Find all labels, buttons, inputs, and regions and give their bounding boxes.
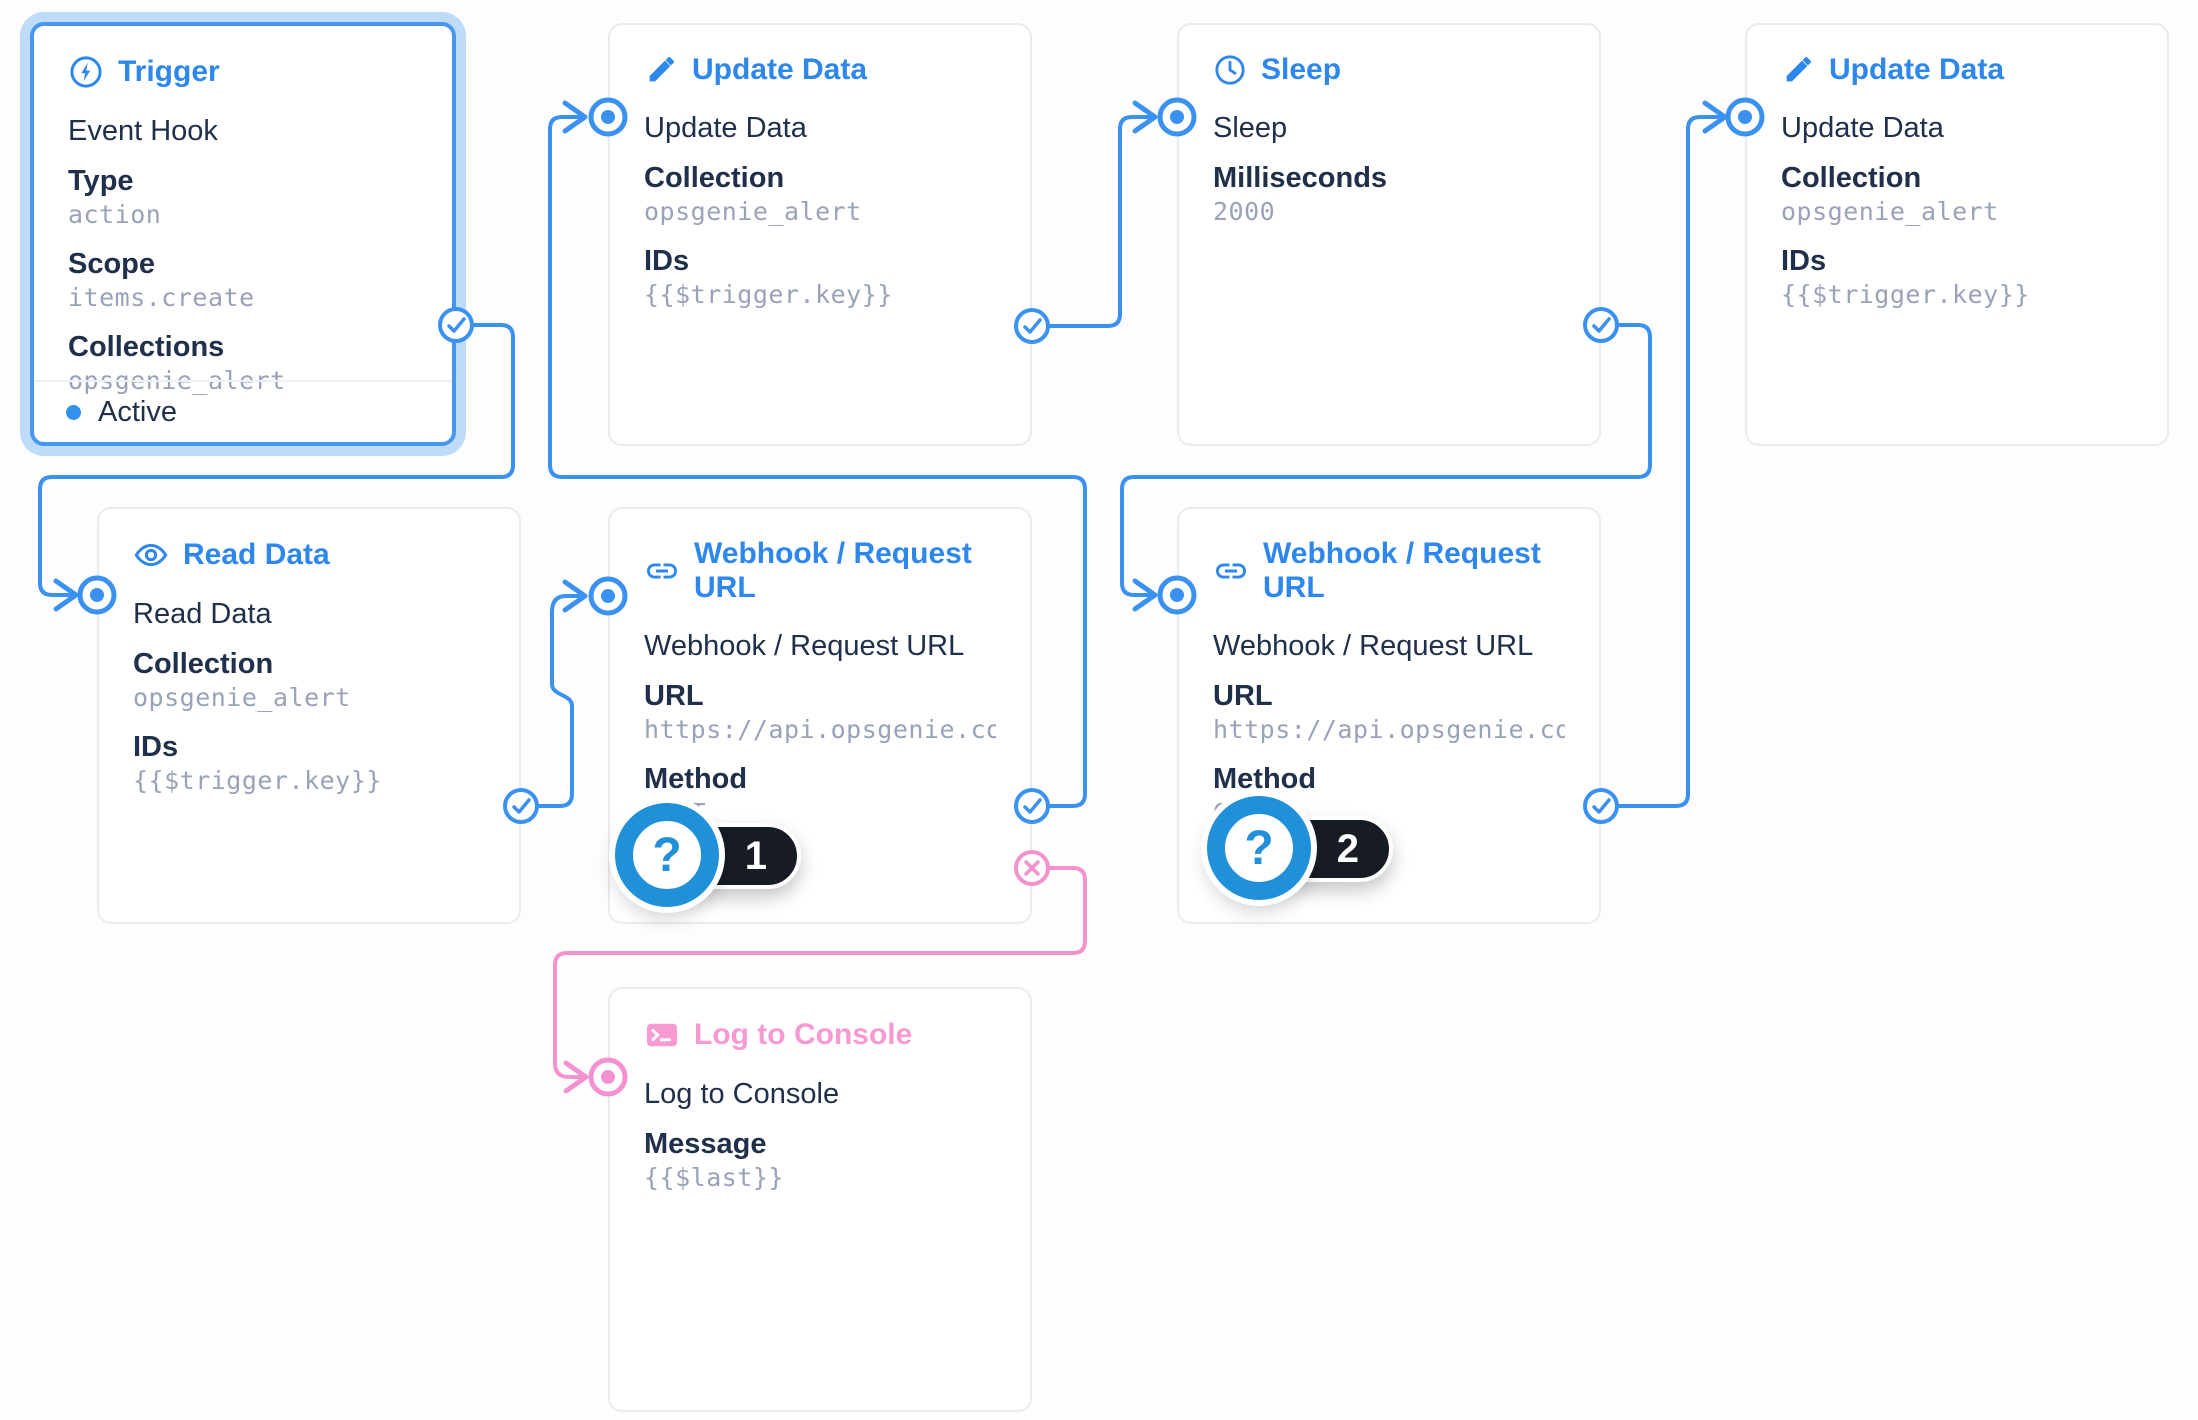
node-title: Read Data	[133, 537, 485, 573]
field-value: opsgenie_alert	[1781, 197, 1999, 226]
trigger-status: Active	[34, 380, 452, 442]
field-value: {{$trigger.key}}	[644, 280, 893, 309]
field-label: IDs	[133, 731, 179, 763]
arrowhead-icon	[563, 1060, 589, 1094]
eye-icon	[134, 543, 168, 567]
field-label: Collection	[644, 162, 785, 194]
operation-name: Update Data	[644, 112, 807, 144]
arrowhead-icon	[53, 578, 79, 612]
node-log-to-console[interactable]: Log to Console Log to Console Message {{…	[608, 987, 1032, 1412]
operation-name: Webhook / Request URL	[644, 630, 965, 662]
operation-name: Read Data	[133, 598, 272, 630]
field-label: URL	[644, 680, 704, 712]
bolt-circle-icon	[70, 56, 102, 88]
field-value: opsgenie_alert	[644, 197, 862, 226]
field-label: Scope	[68, 248, 156, 280]
field-value: opsgenie_alert	[133, 683, 351, 712]
field-label: URL	[1213, 680, 1273, 712]
field-label: Message	[644, 1128, 767, 1160]
node-sleep[interactable]: Sleep Sleep Milliseconds 2000	[1177, 23, 1601, 446]
question-icon: ?	[615, 803, 719, 907]
clock-icon	[1215, 55, 1245, 85]
field-value: {{$trigger.key}}	[1781, 280, 2030, 309]
arrowhead-icon	[562, 579, 588, 613]
trigger-type-name: Event Hook	[68, 115, 218, 147]
arrowhead-icon	[1132, 100, 1158, 134]
operation-name: Sleep	[1213, 112, 1288, 144]
field-label: IDs	[644, 245, 690, 277]
active-status-dot	[66, 404, 81, 420]
node-title: Log to Console	[644, 1017, 996, 1053]
question-icon: ?	[1207, 796, 1311, 900]
field-value: items.create	[68, 283, 255, 312]
field-label: IDs	[1781, 245, 1827, 277]
link-icon	[647, 563, 677, 579]
operation-marker-2[interactable]: 2 ?	[1207, 796, 1467, 908]
field-value: {{$last}}	[644, 1163, 784, 1192]
arrowhead-icon	[562, 100, 588, 134]
marker-count: 2	[1336, 826, 1359, 871]
status-label: Active	[98, 395, 177, 428]
arrowhead-icon	[1132, 578, 1158, 612]
field-label: Milliseconds	[1213, 162, 1388, 194]
node-update-data-1[interactable]: Update Data Update Data Collection opsge…	[608, 23, 1032, 446]
link-icon	[1216, 563, 1246, 579]
pencil-icon	[649, 56, 675, 82]
field-value: action	[68, 200, 162, 229]
node-title: Update Data	[1781, 53, 2133, 87]
field-label: Collection	[1781, 162, 1922, 194]
operation-marker-1[interactable]: 1 ?	[615, 803, 875, 915]
connection-read-data-to-webhook-post	[535, 594, 581, 808]
arrowhead-icon	[1702, 100, 1728, 134]
field-value: https://api.opsgenie.com/v…	[644, 715, 996, 744]
node-title: Sleep	[1213, 53, 1565, 87]
terminal-icon	[647, 1023, 677, 1047]
node-title: Webhook / Request URL	[1213, 537, 1565, 605]
node-trigger[interactable]: Trigger Event Hook Type action Scope ite…	[30, 22, 456, 446]
connection-update-data-1-to-sleep	[1046, 115, 1151, 328]
pencil-icon	[1786, 56, 1812, 82]
field-label: Collection	[133, 648, 274, 680]
field-value: https://api.opsgenie.com/v…	[1213, 715, 1565, 744]
field-label: Method	[644, 763, 748, 795]
operation-name: Webhook / Request URL	[1213, 630, 1534, 662]
node-title: Webhook / Request URL	[644, 537, 996, 605]
operation-name: Log to Console	[644, 1078, 840, 1110]
operation-name: Update Data	[1781, 112, 1944, 144]
node-update-data-2[interactable]: Update Data Update Data Collection opsge…	[1745, 23, 2169, 446]
marker-count: 1	[744, 833, 767, 878]
field-value: 2000	[1213, 197, 1276, 226]
field-label: Type	[68, 165, 134, 197]
field-value: {{$trigger.key}}	[133, 766, 382, 795]
connection-webhook-get-to-update-data-2	[1615, 115, 1721, 808]
field-label: Method	[1213, 763, 1317, 795]
node-title: Update Data	[644, 53, 996, 87]
node-trigger-title: Trigger	[68, 54, 418, 90]
node-read-data[interactable]: Read Data Read Data Collection opsgenie_…	[97, 507, 521, 924]
field-label: Collections	[68, 331, 225, 363]
